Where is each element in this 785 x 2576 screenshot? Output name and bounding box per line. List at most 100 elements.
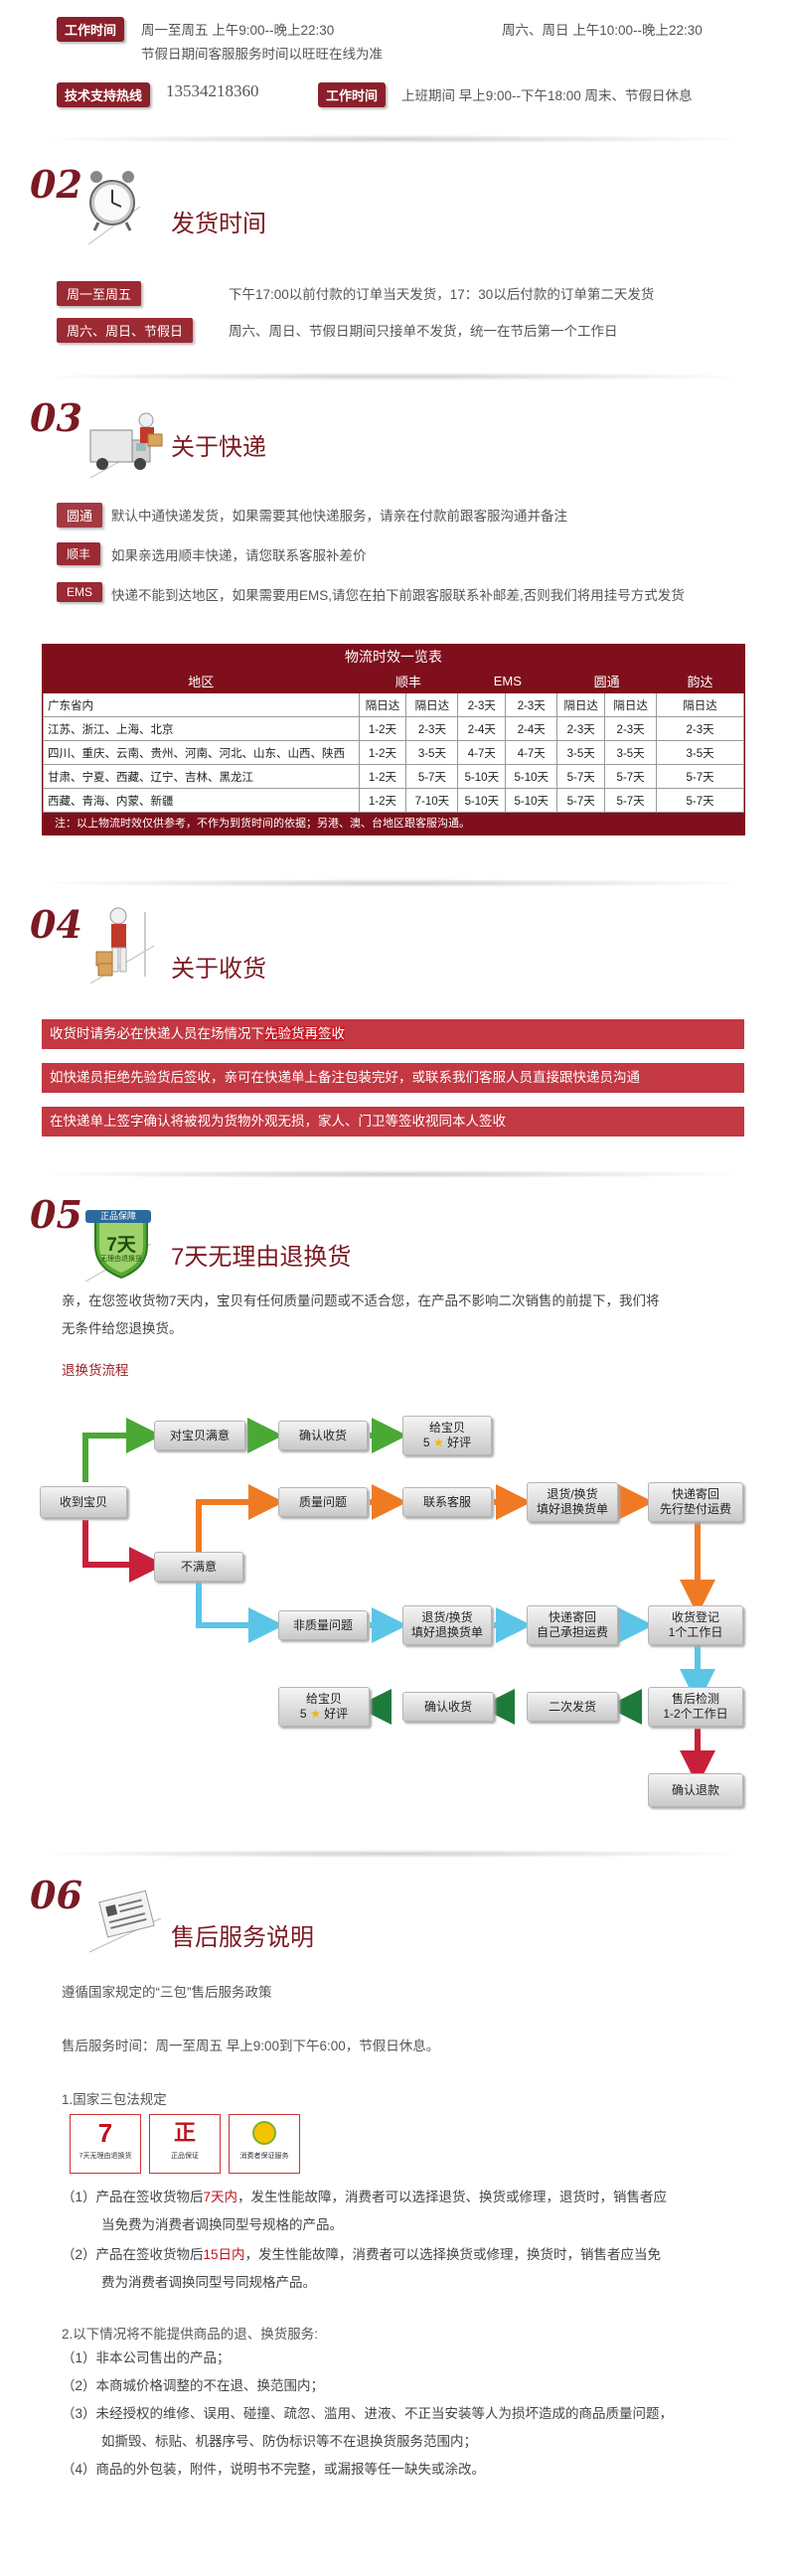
table-cell: 5-7天	[656, 788, 744, 813]
flow-quality-issue: 质量问题	[278, 1487, 368, 1517]
table-cell: 四川、重庆、云南、贵州、河南、河北、山东、山西、陕西	[43, 740, 360, 765]
flow-rate-five-star: 给宝贝 5 ★ 好评	[402, 1416, 492, 1455]
flow-receive: 收到宝贝	[40, 1486, 127, 1518]
seven-day-return-icon: 7 7天无理由退换货	[70, 2114, 141, 2174]
exclusion-item: （4）商品的外包装，附件，说明书不完整，或漏报等任一缺失或涂改。	[62, 2462, 486, 2477]
table-cell: 1-2天	[358, 740, 407, 765]
exclusion-item: （1）非本公司售出的产品；	[62, 2350, 231, 2365]
header-yto: 圆通	[556, 669, 658, 693]
table-cell: 5-10天	[457, 788, 507, 813]
flow-rate-good: 好评	[447, 1436, 472, 1449]
law-item-text: （1）产品在签收货物后	[62, 2190, 204, 2204]
flow-confirm-receipt: 确认收货	[278, 1421, 368, 1450]
table-cell: 江苏、浙江、上海、北京	[43, 716, 360, 741]
section-title-after-sales: 售后服务说明	[171, 1924, 314, 1951]
law-item-2: （2）产品在签收货物后15日内，发生性能故障，消费者可以选择换货或修理，换货时，…	[62, 2241, 661, 2297]
flow-express-prepaid: 快递寄回 先行垫付运费	[648, 1482, 743, 1522]
return-flow-title: 退换货流程	[62, 1363, 129, 1378]
divider	[40, 879, 745, 887]
header-region: 地区	[43, 669, 360, 693]
flow-express-self-paid-l1: 快递寄回	[548, 1610, 596, 1624]
sf-text: 如果亲选用顺丰快递，请您联系客服补差价	[111, 548, 367, 563]
guarantee-icons-row: 7 7天无理由退换货 正 正品保证 消费者保证服务	[70, 2114, 300, 2174]
genuine-glyph: 正	[173, 2120, 196, 2145]
section-title-receiving: 关于收货	[171, 956, 266, 983]
table-cell: 5-7天	[604, 788, 658, 813]
table-cell: 4-7天	[457, 740, 507, 765]
section-number-03: 03	[30, 395, 82, 440]
section-number-06: 06	[30, 1873, 82, 1917]
flow-satisfied: 对宝贝满意	[154, 1421, 245, 1450]
section-number-04: 04	[30, 902, 82, 947]
law-item-highlight: 15日内	[203, 2247, 245, 2262]
after-sales-hours: 售后服务时间：周一至周五 早上9:00到下午6:00，节假日休息。	[62, 2039, 440, 2053]
flow-resend: 二次发货	[527, 1692, 618, 1722]
seven-day-glyph: 7	[97, 2118, 113, 2148]
flow-return-form-l1: 退货/换货	[547, 1487, 598, 1501]
star-icon: ★	[309, 1707, 321, 1721]
weekend-hours: 周六、周日 上午10:00--晚上22:30	[502, 23, 703, 38]
section-title-express: 关于快递	[171, 434, 266, 461]
weekday-hours: 周一至周五 上午9:00--晚上22:30	[141, 23, 335, 38]
table-cell: 4-7天	[505, 740, 558, 765]
flow-express-self-paid: 快递寄回 自己承担运费	[527, 1605, 618, 1645]
table-cell: 甘肃、宁夏、西藏、辽宁、吉林、黑龙江	[43, 764, 360, 789]
table-cell: 3-5天	[604, 740, 658, 765]
delivery-truck-icon	[84, 400, 164, 480]
table-cell: 隔日达	[604, 692, 658, 717]
flow-receipt-register-l2: 1个工作日	[668, 1625, 723, 1639]
weekend-shipping-text: 周六、周日、节假日期间只接单不发货，统一在节后第一个工作日	[229, 324, 618, 339]
law-item-text: 当免费为消费者调换同型号规格的产品。	[101, 2217, 343, 2232]
table-cell: 2-3天	[457, 692, 507, 717]
receiving-notice-1-highlight: 先验货再签收	[264, 1026, 345, 1041]
work-time-tag-2: 工作时间	[318, 82, 387, 107]
genuine-guarantee-icon: 正 正品保证	[149, 2114, 221, 2174]
law-item-text: （2）产品在签收货物后	[62, 2247, 204, 2262]
flow-rate-five-star-2: 给宝贝 5 ★ 好评	[278, 1687, 370, 1727]
table-cell: 5-10天	[457, 764, 507, 789]
law-item-text: ，发生性能故障，消费者可以选择退货、换货或修理，退货时，销售者应	[237, 2190, 668, 2204]
table-cell: 1-2天	[358, 716, 407, 741]
table-cell: 5-10天	[505, 764, 558, 789]
exclusion-item: 如撕毁、标贴、机器序号、防伪标识等不在退换货服务范围内；	[101, 2434, 477, 2449]
header-sf: 顺丰	[358, 669, 459, 693]
consumer-protection-icon: 消费者保证服务	[229, 2114, 300, 2174]
return-paragraph-line: 无条件给您退换货。	[62, 1321, 183, 1336]
logistics-table-note: 注：以上物流时效仅供参考，不作为到货时间的依据；另港、澳、台地区跟客服沟通。	[55, 818, 470, 830]
exclusion-item: （3）未经授权的维修、误用、碰撞、疏忽、滥用、进液、不正当安装等人为损坏造成的商…	[62, 2406, 674, 2421]
flow-return-form-l2: 填好退换货单	[536, 1502, 608, 1516]
office-hours: 上班期间 早上9:00--下午18:00 周末、节假日休息	[401, 88, 693, 103]
table-cell: 2-4天	[505, 716, 558, 741]
law-item-1: （1）产品在签收货物后7天内，发生性能故障，消费者可以选择退货、换货或修理，退货…	[62, 2184, 667, 2239]
flow-return-form-2-l1: 退货/换货	[421, 1610, 473, 1624]
flow-express-prepaid-l2: 先行垫付运费	[659, 1502, 731, 1516]
section-number-02: 02	[30, 162, 82, 207]
flow-confirm-receipt-2: 确认收货	[402, 1692, 494, 1722]
table-cell: 1-2天	[358, 764, 407, 789]
work-time-tag: 工作时间	[57, 17, 125, 42]
ems-text: 快递不能到达地区，如果需要用EMS,请您在拍下前跟客服联系补邮差,否则我们将用挂…	[111, 588, 685, 603]
section-title-shipping-time: 发货时间	[171, 211, 266, 237]
law-title: 1.国家三包法规定	[62, 2092, 167, 2107]
divider	[40, 1170, 745, 1178]
section-title-7day-return: 7天无理由退换货	[171, 1244, 352, 1271]
three-guarantees-policy: 遵循国家规定的“三包”售后服务政策	[62, 1985, 272, 2000]
flow-after-sale-inspect-l1: 售后检测	[671, 1692, 719, 1706]
header-yunda: 韵达	[656, 669, 744, 693]
table-cell: 2-3天	[656, 716, 744, 741]
badge-top-label: 正品保障	[99, 1211, 136, 1221]
weekday-tag: 周一至周五	[57, 281, 142, 306]
law-item-highlight: 7天内	[203, 2190, 238, 2204]
flow-rate-five: 5	[422, 1436, 430, 1449]
receiving-notice-1: 收货时请务必在快递人员在场情况下先验货再签收	[42, 1019, 744, 1049]
table-cell: 3-5天	[656, 740, 744, 765]
table-cell: 2-3天	[604, 716, 658, 741]
flow-return-form: 退货/换货 填好退换货单	[527, 1482, 618, 1522]
table-cell: 西藏、青海、内蒙、新疆	[43, 788, 360, 813]
table-cell: 2-3天	[505, 692, 558, 717]
hotline-number[interactable]: 13534218360	[166, 81, 259, 100]
alarm-clock-icon	[84, 169, 142, 246]
